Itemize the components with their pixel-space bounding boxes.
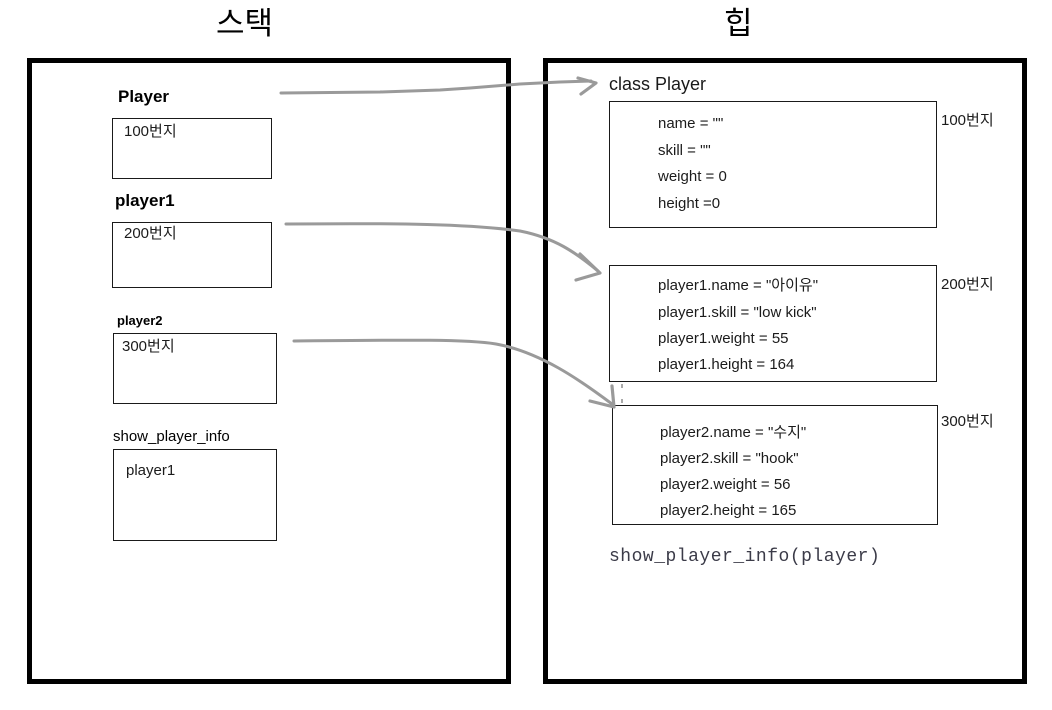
heap-object-300-line-2: player2.skill = "hook" <box>660 450 799 467</box>
stack-slot-box-player <box>112 118 272 179</box>
heap-object-300-line-3: player2.weight = 56 <box>660 476 791 493</box>
heap-object-200-line-3: player1.weight = 55 <box>658 330 789 347</box>
heap-class-player-label: class Player <box>609 74 707 94</box>
stack-slot-box-show-player-info <box>113 449 277 541</box>
stack-slot-value-player1: 200번지 <box>124 225 177 242</box>
heap-object-box-100 <box>609 101 937 228</box>
heap-function-call-text: show_player_info(player) <box>609 547 881 567</box>
stack-slot-label-player: Player <box>118 87 170 106</box>
heap-object-200-line-2: player1.skill = "low kick" <box>658 304 817 321</box>
stack-slot-box-player2 <box>113 333 277 404</box>
stack-slot-label-show-player-info: show_player_info <box>113 428 230 445</box>
stack-slot-box-player1 <box>112 222 272 288</box>
heap-object-100-line-1: name = "" <box>658 115 724 132</box>
stack-panel-title: 스택 <box>216 6 274 41</box>
heap-panel-title: 힙 <box>724 6 753 41</box>
stack-slot-label-player1: player1 <box>115 191 175 210</box>
stack-slot-value-player: 100번지 <box>124 123 177 140</box>
heap-object-box-300 <box>612 405 938 525</box>
heap-object-200-line-4: player1.height = 164 <box>658 356 795 373</box>
stack-slot-label-player2: player2 <box>117 313 163 328</box>
heap-address-tag-200: 200번지 <box>941 276 994 293</box>
heap-object-300-line-1: player2.name = "수지" <box>660 424 807 441</box>
heap-address-tag-100: 100번지 <box>941 112 994 129</box>
heap-object-100-line-4: height =0 <box>658 195 721 212</box>
heap-object-box-200 <box>609 265 937 382</box>
heap-address-tag-300: 300번지 <box>941 413 994 430</box>
heap-object-300-line-4: player2.height = 165 <box>660 502 797 519</box>
heap-object-200-line-1: player1.name = "아이유" <box>658 277 819 294</box>
heap-object-100-line-2: skill = "" <box>658 142 711 159</box>
heap-object-100-line-3: weight = 0 <box>658 168 727 185</box>
stack-slot-value-player2: 300번지 <box>122 338 175 355</box>
stack-slot-value-show-player-info: player1 <box>126 462 176 479</box>
